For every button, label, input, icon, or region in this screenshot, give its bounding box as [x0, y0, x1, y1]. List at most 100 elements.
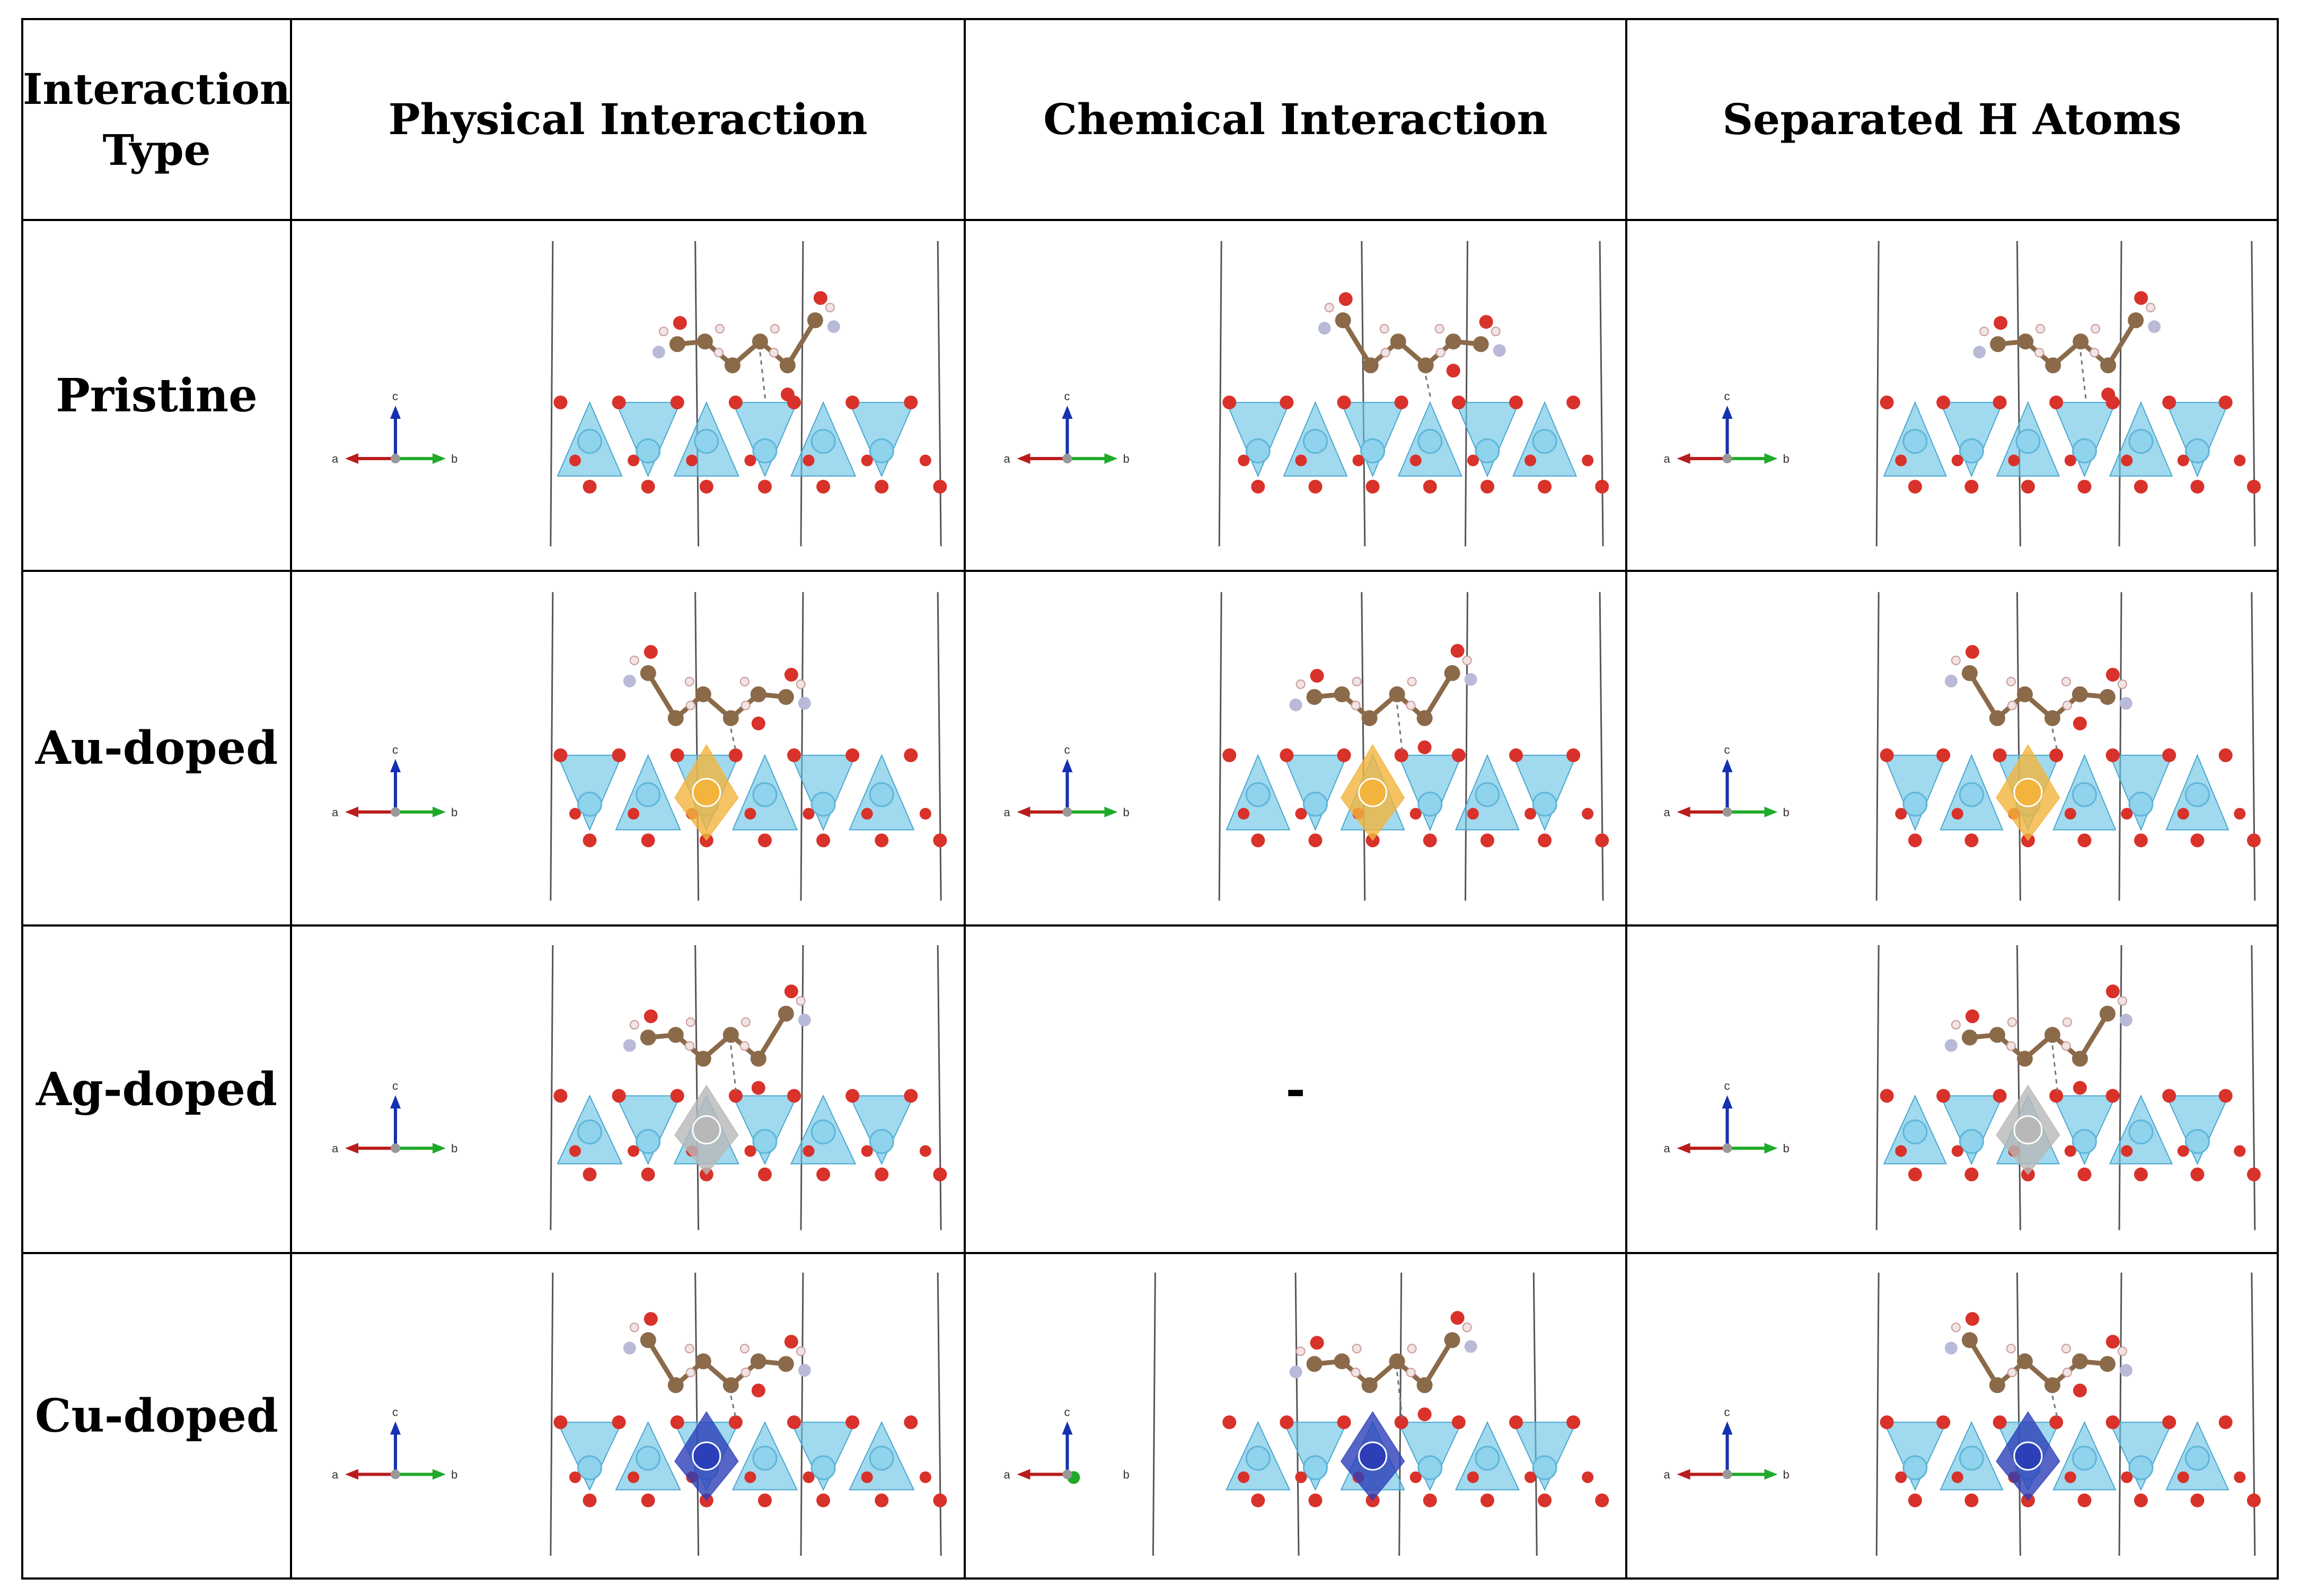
oxygen-atom — [1880, 395, 1894, 410]
nitrogen-atom — [623, 1342, 636, 1355]
oxygen-atom — [1409, 808, 1422, 820]
oxygen-atom — [861, 1145, 873, 1157]
axis-label-c: c — [1064, 743, 1070, 756]
metal-atom — [636, 1445, 661, 1471]
glutamine-molecule — [1973, 291, 2161, 402]
oxygen-atom — [583, 1167, 597, 1181]
oxygen-atom — [1480, 480, 1494, 494]
oxygen-atom — [784, 984, 798, 999]
oxygen-atom — [803, 1145, 815, 1157]
oxygen-atom — [728, 395, 743, 410]
oxygen-atom — [1895, 1145, 1907, 1157]
oxygen-atom — [1908, 1493, 1922, 1507]
oxygen-atom — [1965, 1009, 1979, 1024]
carbon-atom — [640, 665, 656, 681]
oxygen-atom — [2077, 1493, 2092, 1507]
axis-label-a: a — [1003, 806, 1010, 819]
hydrogen-atom — [739, 1344, 750, 1354]
oxygen-atom — [1280, 748, 1294, 762]
cell-boundary-line — [2251, 1272, 2256, 1556]
nitrogen-atom — [1289, 698, 1302, 711]
oxygen-atom — [1595, 480, 1609, 494]
cell-boundary-line — [1875, 945, 1880, 1230]
metal-atom — [1417, 429, 1443, 454]
oxygen-atom — [569, 454, 581, 466]
oxygen-atom — [2218, 395, 2233, 410]
oxygen-atom — [2246, 480, 2261, 494]
carbon-atom — [1444, 1332, 1460, 1348]
oxygen-atom — [644, 1312, 658, 1326]
oxygen-atom — [803, 454, 815, 466]
hydrogen-atom — [1435, 348, 1446, 358]
oxygen-atom — [569, 1471, 581, 1483]
hydrogen-atom — [2062, 1017, 2072, 1027]
oxygen-atom — [1251, 1493, 1265, 1507]
hydrogen-atom — [1462, 1322, 1472, 1333]
oxygen-atom — [1479, 315, 1493, 329]
metal-atom — [2128, 1455, 2154, 1480]
oxygen-atom — [2177, 1471, 2189, 1483]
oxygen-atom — [904, 748, 918, 762]
oxygen-atom — [904, 395, 918, 410]
carbon-atom — [1362, 357, 1379, 374]
nitrogen-atom — [1944, 1039, 1958, 1052]
axis-label-b: b — [451, 1142, 457, 1155]
cell-boundary-line — [1875, 592, 1880, 901]
metal-atom — [2072, 1129, 2097, 1154]
axis-label-a: a — [1663, 806, 1670, 819]
carbon-atom — [2044, 1027, 2060, 1043]
oxygen-atom — [628, 1145, 640, 1157]
oxygen-atom — [845, 1089, 860, 1103]
row-label-cu-doped: Cu-doped — [34, 1389, 279, 1443]
hydrogen-atom — [1491, 327, 1501, 337]
axis-label-a: a — [332, 452, 339, 465]
oxygen-atom — [699, 480, 713, 494]
header-physical-interaction: Physical Interaction — [388, 94, 868, 144]
oxygen-atom — [2177, 808, 2189, 820]
metal-atom — [694, 429, 719, 454]
oxygen-atom — [2218, 748, 2233, 762]
metal-atom — [810, 1455, 836, 1480]
axis-label-c: c — [1724, 1079, 1730, 1092]
oxygen-atom — [1467, 1471, 1479, 1483]
metal-atom — [2072, 1445, 2097, 1471]
carbon-atom — [2100, 357, 2117, 374]
carbon-atom — [750, 1051, 766, 1067]
metal-atom — [2184, 1129, 2210, 1154]
oxygen-atom — [933, 1167, 947, 1181]
oxygen-atom — [845, 395, 860, 410]
oxygen-atom — [1964, 833, 1979, 848]
oxygen-atom — [875, 1493, 889, 1507]
cell-boundary-line — [2016, 945, 2021, 1230]
axis-label-a: a — [1003, 452, 1010, 465]
oxygen-atom — [2246, 1167, 2261, 1181]
carbon-atom — [1961, 1332, 1978, 1348]
carbon-atom — [722, 1377, 739, 1394]
cell-boundary-line — [1875, 241, 1880, 546]
metal-atom — [1475, 782, 1500, 807]
oxygen-atom — [2049, 1089, 2064, 1103]
oxygen-atom — [1993, 1089, 2007, 1103]
carbon-atom — [1989, 1027, 2005, 1043]
header-chemical-interaction: Chemical Interaction — [1043, 94, 1548, 144]
oxygen-atom — [1338, 292, 1353, 306]
oxygen-atom — [1509, 1415, 1523, 1430]
axis-label-a: a — [1663, 1468, 1670, 1482]
nitrogen-atom — [1493, 344, 1506, 357]
oxygen-atom — [628, 808, 640, 820]
oxide-slab — [553, 395, 947, 494]
oxygen-atom — [2177, 454, 2189, 466]
oxygen-atom — [1880, 1089, 1894, 1103]
oxygen-atom — [583, 1493, 597, 1507]
axis-label-b: b — [451, 806, 457, 819]
nitrogen-atom — [2119, 696, 2132, 710]
oxygen-atom — [2190, 833, 2205, 848]
oxygen-atom — [2073, 1383, 2087, 1398]
oxygen-atom — [933, 1493, 947, 1507]
cell-boundary-line — [2118, 592, 2122, 901]
metal-atom — [1902, 1455, 1928, 1480]
oxygen-atom — [751, 1383, 765, 1398]
oxygen-atom — [816, 480, 831, 494]
